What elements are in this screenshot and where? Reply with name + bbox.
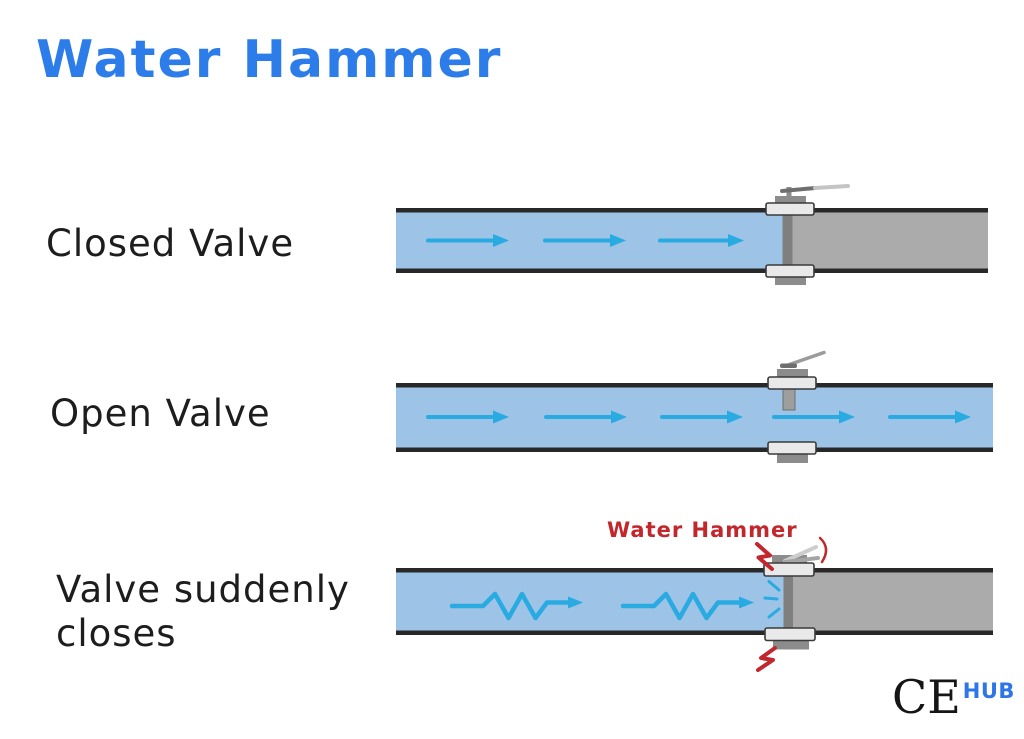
valve-handle-knob	[780, 363, 797, 368]
flow-arrows	[426, 410, 971, 424]
open-valve-pipe-diagram	[396, 350, 993, 463]
flow-arrow	[658, 234, 744, 247]
ce-hub-logo: CE HUB	[892, 674, 1015, 720]
flow-arrow	[544, 410, 627, 424]
open-valve-label: Open Valve	[50, 392, 271, 435]
valve-bonnet-top	[775, 196, 806, 205]
shock-bolts	[755, 542, 777, 672]
flow-arrows	[426, 234, 744, 247]
valve-flange-bottom	[767, 441, 817, 455]
gate-valve-open	[767, 350, 826, 463]
empty-pipe-section	[788, 212, 988, 269]
valve-handle-ghost-icon	[783, 545, 818, 563]
pipe-wall-top	[396, 383, 993, 388]
pipe-wall-bottom	[396, 447, 993, 452]
shock-bolt-bottom-icon	[756, 646, 777, 672]
flow-arrow	[660, 410, 743, 424]
pipe-wall-bottom	[396, 268, 988, 273]
flow-arrow	[426, 410, 509, 424]
pipe-wall-top	[396, 208, 988, 213]
gate-valve-slammed	[763, 536, 828, 650]
valve-gate	[783, 572, 793, 631]
pressure-wave-arrow	[620, 591, 754, 621]
logo-secondary-text: HUB	[962, 679, 1015, 703]
raised-gate-stem	[782, 388, 796, 411]
valve-bonnet-top	[777, 369, 808, 378]
flow-arrow	[543, 234, 626, 247]
closed-valve-label: Closed Valve	[46, 222, 295, 265]
valve-handle-icon	[780, 186, 817, 193]
water-hammer-pipe-diagram	[396, 536, 993, 672]
gate-valve-closed	[765, 184, 850, 285]
pipe-wall-top	[396, 568, 993, 573]
closed-valve-pipe-diagram	[396, 184, 988, 285]
valve-flange-top	[767, 376, 817, 390]
valve-flange-top	[763, 562, 815, 577]
valve-bonnet-bottom	[777, 454, 808, 463]
valve-bonnet-bottom	[775, 275, 806, 285]
valve-suddenly-closes-label: Valve suddenly closes	[56, 568, 350, 656]
valve-handle-icon	[786, 350, 826, 367]
flow-arrow	[888, 410, 971, 424]
pressure-wave-arrows	[449, 591, 754, 621]
flow-arrow	[426, 234, 509, 247]
water-hammer-annotation: Water Hammer	[607, 518, 798, 542]
valve-flange-top	[765, 202, 815, 216]
valve-handle-ghost-icon	[813, 184, 850, 190]
page-title: Water Hammer	[36, 30, 503, 90]
valve-bonnet-bottom	[773, 640, 809, 650]
logo-primary-text: CE	[892, 670, 961, 724]
pressure-wave-arrow	[449, 591, 583, 621]
valve-gate	[782, 212, 793, 269]
pipe-wall-bottom	[396, 630, 993, 635]
valve-flange-bottom	[764, 627, 816, 642]
flow-arrow	[772, 410, 855, 424]
shock-bolt-top-icon	[755, 542, 774, 571]
handle-swing-arc-icon	[818, 536, 828, 564]
empty-pipe-section	[787, 572, 993, 631]
valve-flange-bottom	[765, 264, 815, 278]
impact-burst-icon	[763, 580, 781, 619]
valve-handle-icon	[783, 556, 820, 564]
